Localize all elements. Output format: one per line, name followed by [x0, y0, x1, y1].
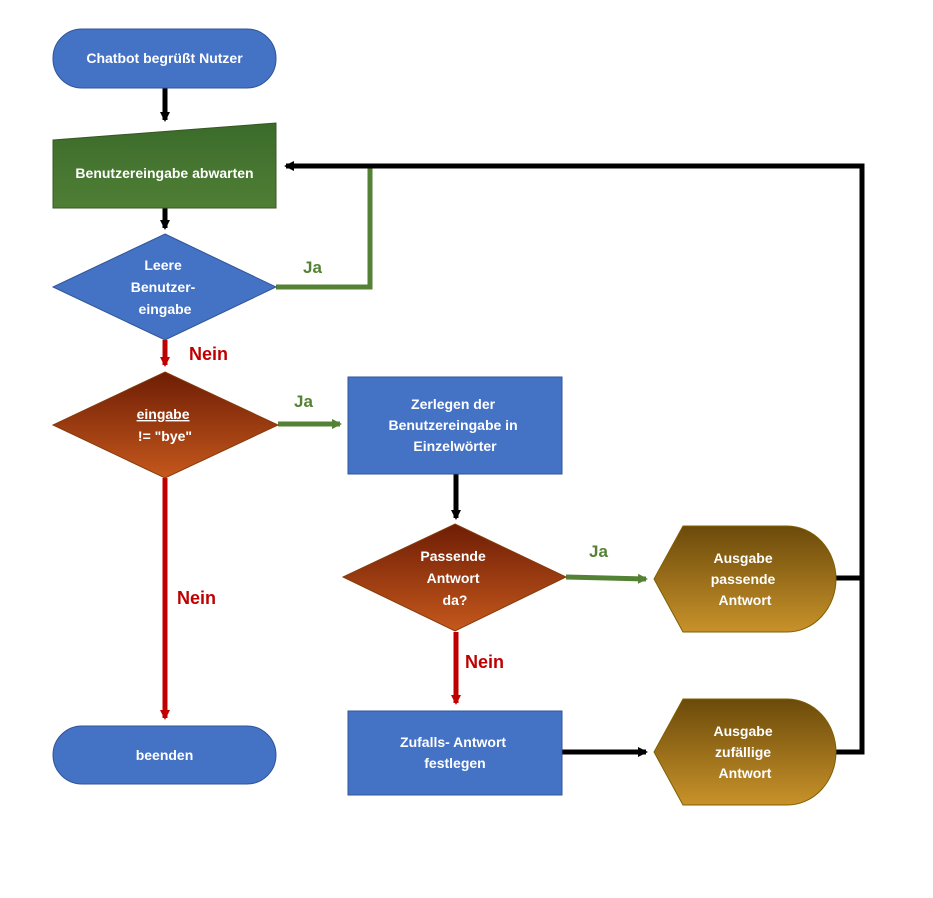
start-node-label: Chatbot begrüßt Nutzer: [86, 50, 243, 66]
bye-check-line-2: != "bye": [138, 428, 192, 444]
output-random-display: Ausgabe zufällige Antwort: [653, 698, 837, 806]
match-check-line-3: da?: [443, 592, 468, 608]
arrow-match-yes: [565, 573, 648, 584]
svg-text:Ausgabe zufällige: Ausgabe zufällige Antwort: [713, 723, 776, 781]
start-node: Chatbot begrüßt Nutzer: [52, 28, 277, 89]
random-pick-line-2: festlegen: [424, 755, 485, 771]
bye-check-line-1: eingabe: [137, 406, 190, 422]
svg-text:Ausgabe passende A: Ausgabe passende Antwort: [711, 550, 779, 608]
label-nein-match: Nein: [465, 652, 504, 672]
empty-check-line-3: eingabe: [139, 301, 192, 317]
label-nein-empty: Nein: [189, 344, 228, 364]
output-match-line-2: passende: [711, 571, 776, 587]
split-process: Zerlegen der Benutzereingabe in Einzelwö…: [347, 376, 563, 475]
label-ja-match: Ja: [589, 542, 608, 561]
label-ja-empty: Ja: [303, 258, 322, 277]
split-line-1: Zerlegen der: [411, 396, 496, 412]
empty-check-decision: Leere Benutzer- eingabe: [51, 233, 278, 341]
empty-check-line-2: Benutzer-: [131, 279, 196, 295]
bye-check-decision: eingabe != "bye": [51, 371, 280, 479]
split-line-2: Benutzereingabe in: [388, 417, 517, 433]
svg-text:Passende Antwort d: Passende Antwort da?: [420, 548, 489, 608]
arrow-empty-yes-loop: [276, 163, 373, 290]
svg-text:eingabe != "bye": eingabe != "bye": [137, 406, 194, 444]
output-match-line-3: Antwort: [719, 592, 772, 608]
svg-text:Zerlegen der Benutzerein: Zerlegen der Benutzereingabe in Einzelwö…: [388, 396, 521, 454]
output-random-line-3: Antwort: [719, 765, 772, 781]
empty-check-line-1: Leere: [144, 257, 182, 273]
split-line-3: Einzelwörter: [413, 438, 497, 454]
output-match-display: Ausgabe passende Antwort: [653, 525, 837, 633]
arrow-output-random-return: [284, 161, 865, 755]
end-node: beenden: [52, 725, 277, 785]
output-match-line-1: Ausgabe: [713, 550, 772, 566]
match-check-line-2: Antwort: [427, 570, 480, 586]
random-pick-process: Zufalls- Antwort festlegen: [347, 710, 563, 796]
input-node: Benutzereingabe abwarten: [52, 122, 277, 209]
svg-text:Zufalls- Antwort festleg: Zufalls- Antwort festlegen: [400, 734, 510, 771]
label-ja-bye: Ja: [294, 392, 313, 411]
label-nein-bye: Nein: [177, 588, 216, 608]
end-node-label: beenden: [136, 747, 194, 763]
output-random-line-1: Ausgabe: [713, 723, 772, 739]
input-node-label: Benutzereingabe abwarten: [75, 165, 253, 181]
output-random-line-2: zufällige: [715, 744, 771, 760]
random-pick-line-1: Zufalls- Antwort: [400, 734, 506, 750]
match-check-decision: Passende Antwort da?: [341, 523, 568, 632]
svg-text:Leere Benutzer- ei: Leere Benutzer- eingabe: [131, 257, 199, 317]
match-check-line-1: Passende: [420, 548, 486, 564]
